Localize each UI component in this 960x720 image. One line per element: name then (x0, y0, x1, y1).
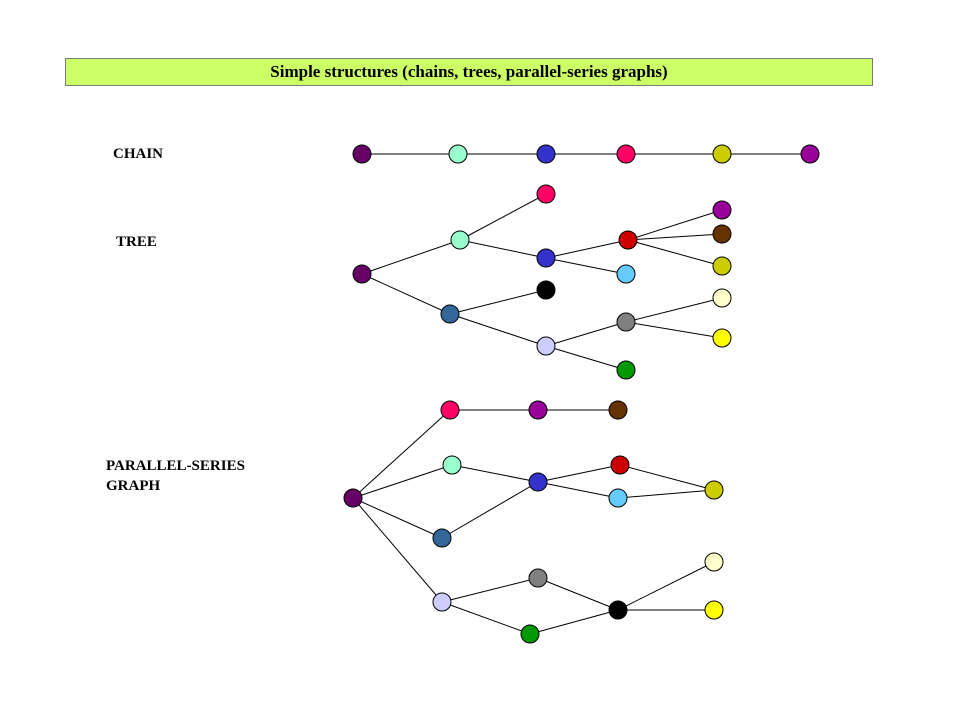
tree-node-purple (712, 200, 732, 220)
tree-node-blue (536, 248, 556, 268)
chain-node-olive (712, 144, 732, 164)
parallel-series-graph (343, 400, 724, 644)
chain-node-dark-purple (352, 144, 372, 164)
tree-node-cream (712, 288, 732, 308)
tree-node-sky (616, 264, 636, 284)
parallel-series-edge (537, 481, 619, 499)
chain-node-purple (800, 144, 820, 164)
parallel-series-edge (441, 601, 531, 635)
parallel-series-node-cream (704, 552, 724, 572)
parallel-series-edge (441, 481, 539, 539)
parallel-series-label: PARALLEL-SERIES GRAPH (106, 456, 306, 496)
tree-edge (625, 297, 723, 323)
tree-node-gray (616, 312, 636, 332)
tree-node-pink (536, 184, 556, 204)
tree-node-lavender (536, 336, 556, 356)
tree-edge (449, 289, 547, 315)
parallel-series-edge (352, 409, 451, 499)
tree-node-black (536, 280, 556, 300)
tree-node-green (616, 360, 636, 380)
parallel-series-node-green (520, 624, 540, 644)
tree-node-dark-purple (352, 264, 372, 284)
title-banner: Simple structures (chains, trees, parall… (65, 58, 873, 86)
tree-edge (625, 321, 723, 339)
tree-node-yellow (712, 328, 732, 348)
tree-edge (361, 273, 451, 315)
parallel-series-edge (529, 609, 619, 635)
tree-node-steel (440, 304, 460, 324)
parallel-series-edge (537, 577, 619, 611)
parallel-series-edge (451, 464, 539, 483)
tree-edge (545, 345, 627, 371)
parallel-series-node-brown (608, 400, 628, 420)
chain-label: CHAIN (113, 146, 164, 162)
tree-graph (352, 184, 732, 380)
parallel-series-edge (352, 497, 443, 603)
tree-edge (449, 313, 547, 347)
parallel-series-node-blue (528, 472, 548, 492)
tree-edge (361, 239, 461, 275)
tree-node-red (618, 230, 638, 250)
tree-edge (459, 239, 547, 259)
tree-edge (545, 239, 629, 259)
chain-node-mint (448, 144, 468, 164)
parallel-series-edge (617, 489, 715, 499)
parallel-series-node-dark-purple (343, 488, 363, 508)
parallel-series-edge (619, 464, 715, 491)
parallel-series-edge (537, 464, 621, 483)
parallel-series-node-olive (704, 480, 724, 500)
parallel-series-node-mint (442, 455, 462, 475)
tree-edge (627, 209, 723, 241)
parallel-series-node-lavender (432, 592, 452, 612)
parallel-series-edge (352, 497, 443, 539)
tree-node-olive (712, 256, 732, 276)
tree-edge (545, 321, 627, 347)
parallel-series-edge (617, 561, 715, 611)
tree-edge (627, 239, 723, 267)
diagram-title: Simple structures (chains, trees, parall… (270, 62, 668, 81)
chain-node-blue (536, 144, 556, 164)
parallel-series-node-gray (528, 568, 548, 588)
parallel-series-edge (352, 464, 453, 499)
tree-edge (545, 257, 627, 275)
tree-node-brown (712, 224, 732, 244)
tree-edge (459, 193, 547, 241)
tree-edge (627, 233, 723, 241)
parallel-series-edge (441, 577, 539, 603)
parallel-series-label-line2: GRAPH (106, 478, 161, 494)
chain-node-pink (616, 144, 636, 164)
tree-label: TREE (116, 234, 157, 250)
parallel-series-label-line1: PARALLEL-SERIES (106, 458, 245, 474)
parallel-series-node-yellow (704, 600, 724, 620)
chain-graph (352, 144, 820, 164)
parallel-series-node-sky (608, 488, 628, 508)
tree-node-mint (450, 230, 470, 250)
parallel-series-node-pink (440, 400, 460, 420)
parallel-series-node-red (610, 455, 630, 475)
parallel-series-node-black (608, 600, 628, 620)
parallel-series-node-purple (528, 400, 548, 420)
parallel-series-node-steel (432, 528, 452, 548)
